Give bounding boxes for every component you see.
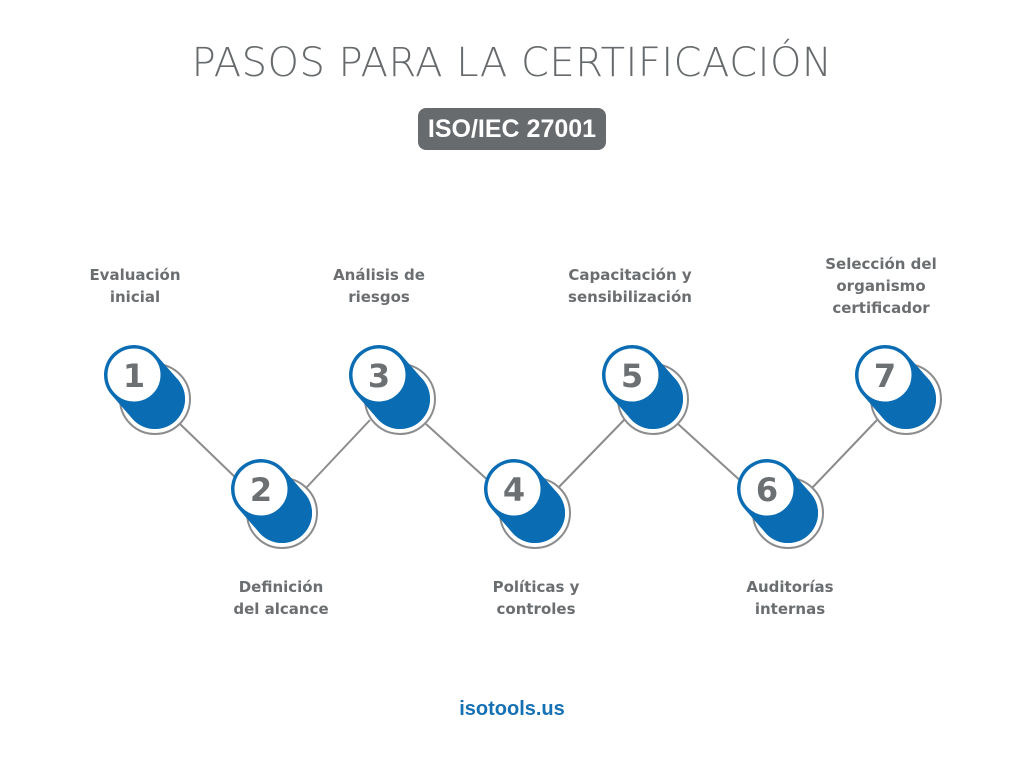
step-number: 6 [756, 471, 778, 509]
connector-5-6 [677, 423, 745, 485]
step-label-1: Evaluación inicial [89, 266, 181, 306]
step-node-6: 6 [737, 459, 824, 549]
connector-lines [179, 419, 878, 489]
connector-6-7 [811, 419, 878, 489]
connector-4-5 [557, 419, 625, 489]
front-circle [349, 345, 409, 405]
front-circle [602, 345, 662, 405]
standard-badge: ISO/IEC 27001 [417, 108, 607, 150]
step-node-1: 1 [104, 345, 191, 435]
front-circle [484, 459, 544, 519]
step-node-4: 4 [484, 459, 571, 549]
website-link[interactable]: isotools.us [459, 698, 565, 720]
connector-3-4 [425, 423, 493, 485]
step-node-3: 3 [349, 345, 436, 435]
step-number: 7 [874, 357, 896, 395]
connector-2-3 [305, 419, 371, 489]
step-label-2: Definición del alcance [233, 578, 329, 618]
step-label-6: Auditorías internas [746, 578, 834, 618]
front-circle [855, 345, 915, 405]
step-number: 3 [368, 357, 390, 395]
badge-container: ISO/IEC 27001 [0, 108, 1024, 150]
step-label-5: Capacitación y sensibilización [568, 266, 692, 306]
step-number: 2 [250, 471, 272, 509]
step-label-3: Análisis de riesgos [333, 266, 425, 306]
step-node-5: 5 [602, 345, 689, 435]
front-circle [104, 345, 164, 405]
connector-1-2 [179, 423, 239, 481]
step-node-2: 2 [231, 459, 318, 549]
front-circle [737, 459, 797, 519]
front-circle [231, 459, 291, 519]
step-number: 1 [123, 357, 145, 395]
step-node-7: 7 [855, 345, 942, 435]
step-label-7: Selección del organismo certificador [825, 255, 937, 317]
step-number: 4 [503, 471, 525, 509]
page-title: PASOS PARA LA CERTIFICACIÓN [191, 40, 833, 86]
step-label-4: Políticas y controles [492, 578, 580, 618]
step-number: 5 [621, 357, 643, 395]
